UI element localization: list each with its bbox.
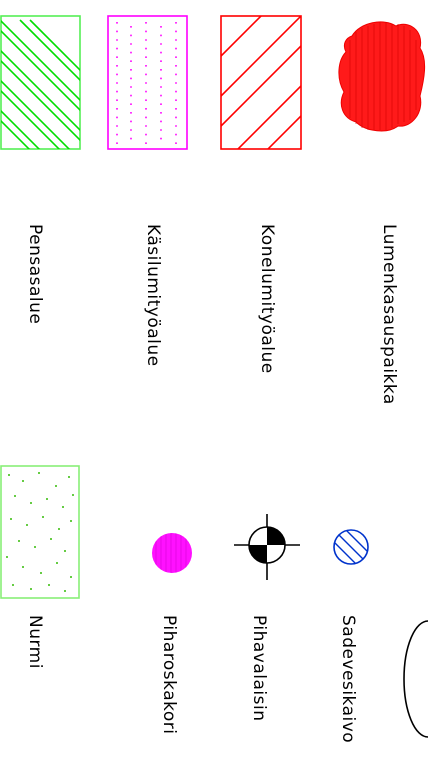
trash-bin-icon: [152, 533, 192, 573]
label-pihavalaisin: Pihavalaisin: [249, 615, 269, 722]
label-piharoskakori: Piharoskakori: [159, 615, 179, 734]
partial-circle-icon: [403, 620, 428, 738]
label-pensasalue: Pensasalue: [25, 224, 45, 324]
label-konelumityoalue: Konelumityöalue: [257, 224, 277, 374]
label-kasilumityoalue: Käsilumityöalue: [143, 224, 163, 367]
red-hatch-area: [220, 15, 302, 150]
snow-pile-icon: [338, 21, 426, 132]
lawn-area: [0, 465, 80, 599]
storm-drain-icon: [333, 529, 369, 565]
label-lumenkasauspaikka: Lumenkasauspaikka: [379, 224, 399, 405]
green-hatch-area: [0, 15, 81, 150]
magenta-dotted-area: [107, 15, 188, 150]
label-sadevesikaivo: Sadevesikaivo: [338, 615, 358, 743]
label-nurmi: Nurmi: [25, 615, 45, 669]
yard-light-icon: [234, 514, 300, 580]
